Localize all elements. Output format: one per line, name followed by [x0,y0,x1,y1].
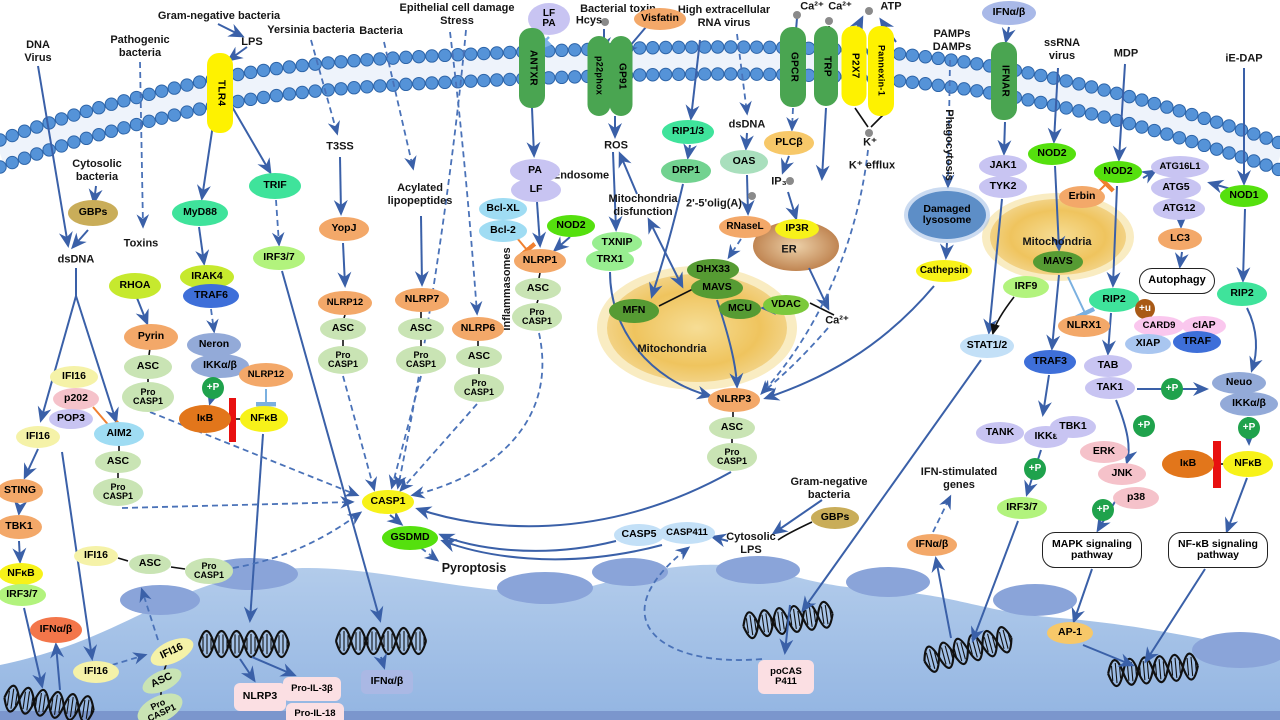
ion-dot [748,192,756,200]
inhibition-bar [229,398,236,442]
inhibition-bars-and-ions [229,7,1221,488]
dna-helices [3,600,1199,720]
dna-helix [197,629,291,659]
pathway-arrows [12,15,1263,696]
inhibition-bar [1213,441,1221,488]
ion-dot [865,129,873,137]
dna-helix [923,626,1013,673]
er-body [753,221,839,271]
ion-dot [786,177,794,185]
dna-helix [1107,652,1199,688]
mitochondria-body [607,274,787,382]
ion-dot [793,11,801,19]
ion-dot [825,17,833,25]
ion-dot [865,7,873,15]
dna-helix [334,626,428,656]
ion-dot [601,18,609,26]
cell-membrane [0,40,1280,177]
organelles [597,193,1134,390]
dna-helix [3,684,95,720]
